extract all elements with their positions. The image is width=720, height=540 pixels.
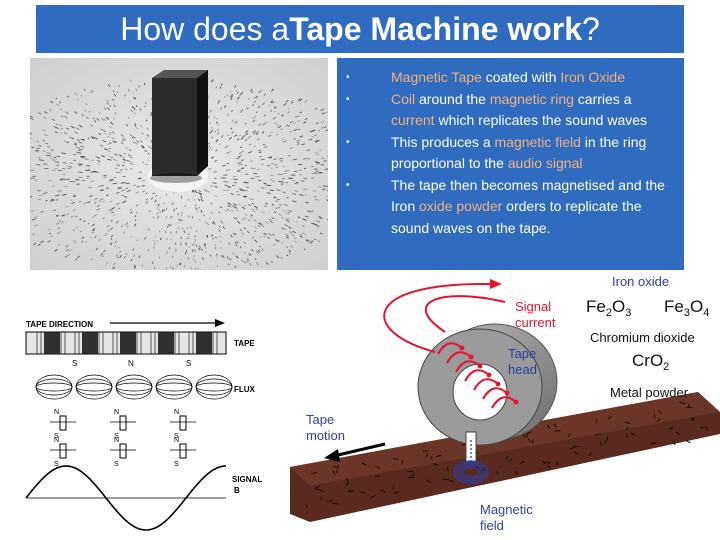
label-signal: Signal xyxy=(515,299,551,314)
svg-text:N: N xyxy=(174,437,179,444)
bullet-text: around the xyxy=(415,90,490,107)
slide-title: How does a Tape Machine work? xyxy=(36,5,684,53)
bullet-dot: • xyxy=(346,72,350,83)
bullet-text: The tape then becomes magnetised and the… xyxy=(391,176,665,215)
bullet-dot: • xyxy=(346,93,350,105)
highlighted-term: Magnetic Tape xyxy=(391,69,482,85)
bullet-dot: • xyxy=(346,179,350,191)
label-signal: SIGNAL xyxy=(232,475,262,484)
formula-fe2o3: Fe2O3 xyxy=(586,297,631,319)
bullet-text: This produces a xyxy=(391,133,495,150)
tape-head-diagram: Signal current Tape head Tape motion Mag… xyxy=(290,274,720,533)
svg-text:N: N xyxy=(174,409,179,416)
magnet-iron-filings-photo xyxy=(30,58,328,270)
title-post: ? xyxy=(582,10,600,47)
title-bold-work: work xyxy=(507,10,582,47)
highlighted-term: oxide powder xyxy=(419,198,503,214)
svg-text:S: S xyxy=(174,433,179,440)
formula-cro2: CrO2 xyxy=(632,351,669,373)
tape-motion-arrow xyxy=(337,442,386,457)
label-tape-head-2: head xyxy=(508,362,537,377)
label-tape-direction: TAPE DIRECTION xyxy=(26,320,93,329)
label-chromium-dioxide: Chromium dioxide xyxy=(590,330,695,345)
ring-hole xyxy=(452,363,508,421)
label-signal-b: B xyxy=(234,486,240,495)
highlighted-term: current xyxy=(391,112,435,128)
label-tape: TAPE xyxy=(234,339,255,348)
bullet-list: • Magnetic Tape coated with Iron Oxide • Co… xyxy=(337,58,684,239)
title-mid xyxy=(498,11,507,48)
bullet-item: • Magnetic Tape coated with Iron Oxide xyxy=(346,67,676,89)
svg-text:S: S xyxy=(186,359,191,368)
bullet-dot: • xyxy=(346,136,350,148)
label-iron-oxide: Iron oxide xyxy=(612,274,669,289)
highlighted-term: magnetic ring xyxy=(489,90,574,107)
bullet-text: carries a xyxy=(573,90,632,107)
bullet-text: in the ring proportional to the xyxy=(391,133,647,172)
iron-filings xyxy=(30,77,328,270)
title-bold-tape-machine: Tape Machine xyxy=(289,10,499,47)
bullet-item: • The tape then becomes magnetised and th… xyxy=(346,175,676,240)
label-current: current xyxy=(515,315,556,330)
highlighted-term: magnetic field xyxy=(494,133,581,150)
highlighted-term: Iron Oxide xyxy=(560,69,626,85)
magnetic-field-lines xyxy=(453,440,489,484)
label-flux: FLUX xyxy=(234,385,256,394)
label-tape-motion-1: Tape xyxy=(306,412,334,427)
svg-text:N: N xyxy=(54,437,59,444)
coil-winding xyxy=(437,342,519,409)
label-metal-powder: Metal powder xyxy=(610,385,689,400)
svg-text:S: S xyxy=(114,461,119,468)
signal-waveform xyxy=(25,465,227,531)
bullet-text: which replicates the sound waves xyxy=(434,112,648,128)
svg-text:S: S xyxy=(54,433,59,440)
svg-text:N: N xyxy=(114,437,119,444)
formula-fe3o4: Fe3O4 xyxy=(664,297,709,319)
label-tape-head-1: Tape xyxy=(508,346,536,361)
bullet-panel: • Magnetic Tape coated with Iron Oxide • Co… xyxy=(337,58,684,270)
svg-text:S: S xyxy=(114,433,119,440)
bar-magnet xyxy=(152,78,197,176)
highlighted-term: Coil xyxy=(391,90,416,107)
svg-text:N: N xyxy=(128,359,134,368)
svg-text:S: S xyxy=(72,359,77,368)
label-magnetic: Magnetic xyxy=(480,502,533,517)
bullet-text: coated with xyxy=(481,69,561,85)
bullet-text: orders to replicate the sound waves on t… xyxy=(391,198,642,236)
svg-text:N: N xyxy=(114,409,119,416)
label-field: field xyxy=(480,518,504,533)
label-tape-motion-2: motion xyxy=(306,428,345,443)
svg-text:N: N xyxy=(54,409,59,416)
signal-wire xyxy=(383,282,491,353)
svg-text:S: S xyxy=(54,461,59,468)
svg-text:S: S xyxy=(174,461,179,468)
flux-lines xyxy=(35,374,233,400)
bullet-item: • This produces a magnetic field in the r… xyxy=(346,132,676,175)
highlighted-term: audio signal xyxy=(507,155,583,171)
magnetized-regions xyxy=(36,332,218,354)
title-pre: How does a xyxy=(120,10,290,47)
bullet-item: • Coil around the magnetic ring carries a… xyxy=(346,89,676,132)
